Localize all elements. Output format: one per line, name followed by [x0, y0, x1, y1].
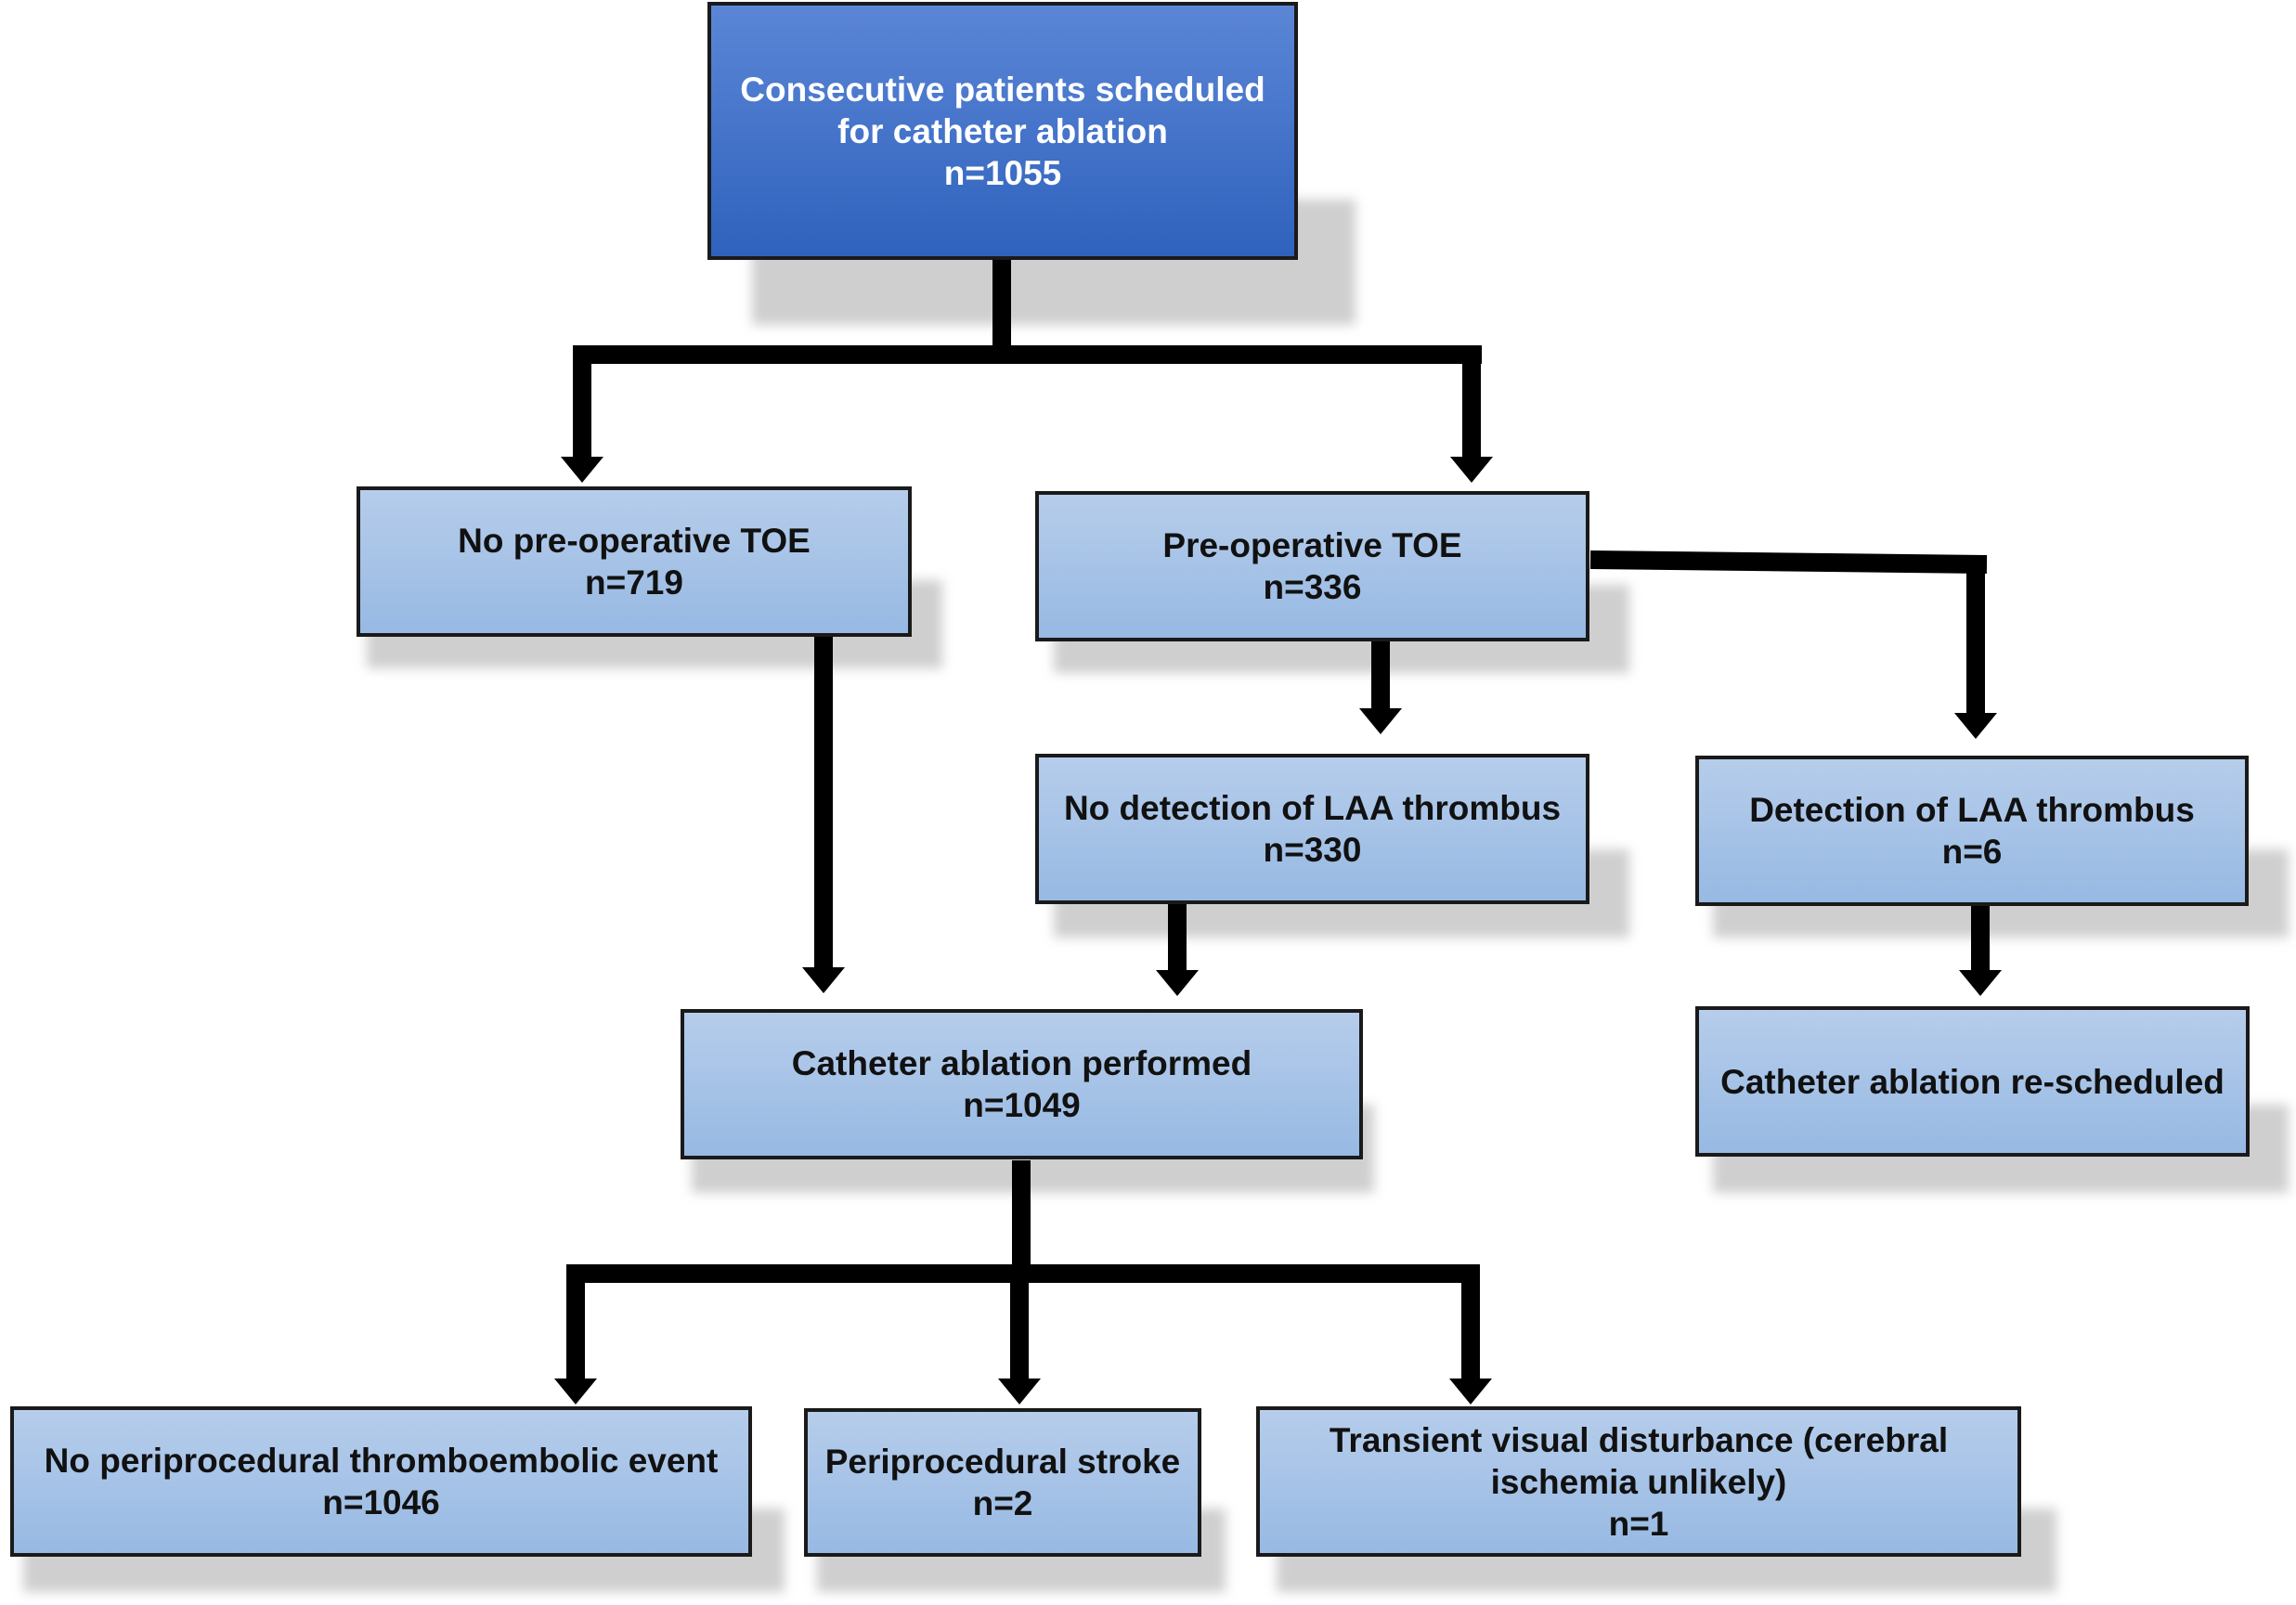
box-line: n=1049	[963, 1086, 1081, 1124]
box-transient-visual-disturbance: Transient visual disturbance (cerebral i…	[1256, 1406, 2021, 1557]
arrowhead	[1959, 970, 2002, 996]
arrowhead	[561, 457, 603, 483]
box-line: for catheter ablation	[837, 111, 1168, 150]
box-line: n=1055	[943, 153, 1062, 192]
box-line: n=2	[972, 1484, 1033, 1522]
arrowhead	[1156, 970, 1199, 996]
box-line: n=330	[1263, 831, 1362, 869]
box-line: No periprocedural thromboembolic event	[44, 1442, 719, 1480]
box-line: n=719	[585, 563, 683, 602]
box-line: No detection of LAA thrombus	[1063, 789, 1562, 827]
arrowhead	[1449, 1378, 1492, 1404]
box-periprocedural-stroke: Periprocedural stroke n=2	[804, 1408, 1201, 1557]
arrowhead	[1450, 457, 1493, 483]
box-preoperative-toe: Pre-operative TOE n=336	[1035, 491, 1589, 641]
box-line: Consecutive patients scheduled	[740, 70, 1265, 109]
box-line: ischemia unlikely)	[1490, 1462, 1787, 1501]
box-ablation-performed: Catheter ablation performed n=1049	[681, 1009, 1363, 1159]
arrowhead	[1359, 708, 1402, 734]
box-no-preoperative-toe: No pre-operative TOE n=719	[357, 486, 912, 637]
box-line: Transient visual disturbance (cerebral	[1329, 1420, 1949, 1459]
box-line: n=1	[1608, 1504, 1669, 1543]
box-line: Detection of LAA thrombus	[1749, 791, 2195, 829]
box-line: n=336	[1263, 568, 1362, 606]
box-no-laa-thrombus: No detection of LAA thrombus n=330	[1035, 754, 1589, 904]
arrowhead	[554, 1378, 597, 1404]
box-no-thromboembolic-event: No periprocedural thromboembolic event n…	[10, 1406, 752, 1557]
box-line: No pre-operative TOE	[458, 522, 811, 560]
arrowhead	[998, 1378, 1041, 1404]
box-line: Periprocedural stroke	[824, 1443, 1181, 1481]
box-line: Catheter ablation re-scheduled	[1720, 1062, 2225, 1101]
box-laa-thrombus-detected: Detection of LAA thrombus n=6	[1695, 756, 2249, 906]
arrowhead	[1954, 713, 1997, 739]
arrowhead	[802, 967, 845, 993]
box-ablation-rescheduled: Catheter ablation re-scheduled	[1695, 1006, 2250, 1157]
box-line: n=6	[1941, 833, 2003, 871]
box-line: Catheter ablation performed	[791, 1044, 1252, 1082]
box-line: n=1046	[322, 1483, 440, 1521]
box-screened-patients: Consecutive patients scheduled for cathe…	[707, 2, 1298, 260]
box-line: Pre-operative TOE	[1162, 526, 1462, 564]
